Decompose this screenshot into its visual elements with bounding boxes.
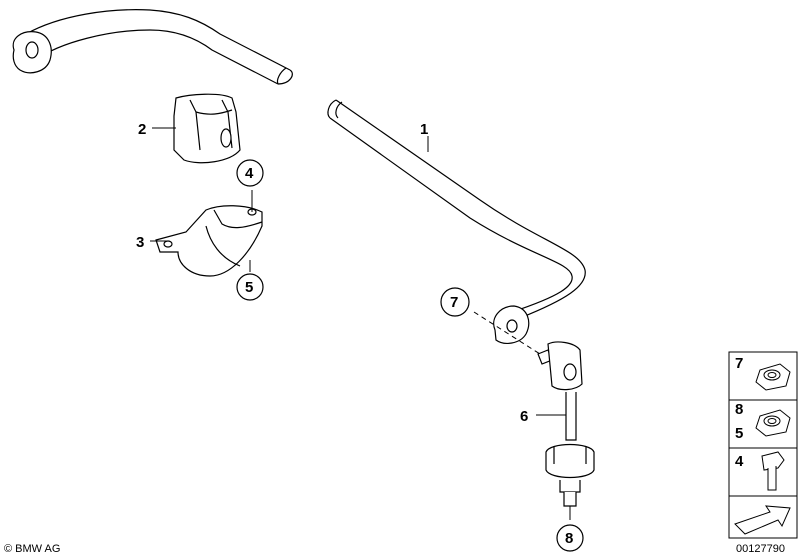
arrow-icon	[734, 505, 791, 535]
leader-lines	[150, 127, 571, 520]
svg-text:4: 4	[245, 165, 254, 182]
stabilizer-bar-left-section	[12, 9, 293, 85]
collar-nut-icon	[755, 363, 791, 391]
self-locking-nut-icon	[755, 409, 791, 437]
svg-text:8: 8	[565, 530, 573, 547]
callout-3: 3	[136, 234, 144, 251]
panel-label-8: 8	[735, 401, 743, 418]
diagram-number: 00127790	[736, 543, 785, 555]
callout-2: 2	[138, 121, 146, 138]
callout-4-circle: 4	[236, 159, 264, 187]
hex-bolt-icon	[761, 451, 785, 491]
leader-line-7-dashed	[473, 311, 541, 355]
callout-5-circle: 5	[236, 273, 264, 301]
connecting-rod	[537, 341, 595, 507]
panel-label-7: 7	[735, 355, 743, 372]
svg-text:7: 7	[450, 294, 458, 311]
svg-text:5: 5	[245, 279, 253, 296]
panel-label-5: 5	[735, 425, 743, 442]
callout-1: 1	[420, 121, 428, 138]
copyright-text: © BMW AG	[4, 543, 60, 555]
rubber-mounting	[173, 93, 241, 164]
callout-8-circle: 8	[556, 524, 584, 552]
callout-6: 6	[520, 408, 528, 425]
panel-label-4: 4	[735, 453, 744, 470]
callout-7-circle: 7	[440, 287, 470, 317]
stabilizer-bar-main-section	[327, 99, 586, 344]
mounting-bracket	[155, 205, 263, 277]
